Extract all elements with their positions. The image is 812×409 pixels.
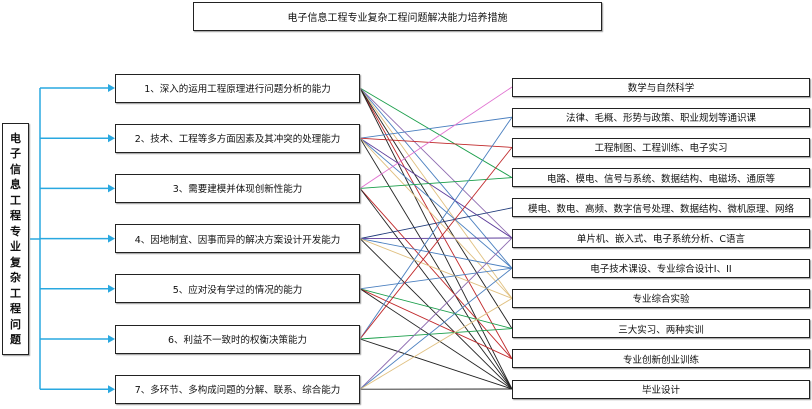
connection-line [359,177,513,189]
root-char: 电 [10,131,21,145]
arrow-head-icon [108,385,115,394]
connection-line [359,237,513,390]
arrow-head-icon [108,84,115,92]
course-box: 电路、模电、信号与系统、数据结构、电磁场、通原等 [512,168,810,188]
ability-box: 2、技术、工程等多方面因素及其冲突的处理能力 [115,123,360,153]
connection-line [359,328,513,340]
arrow-head-icon [108,284,115,293]
root-char: 业 [10,240,21,253]
course-box: 电子技术课设、专业综合设计I、II [512,258,810,278]
connection-line [359,207,513,240]
course-box: 单片机、嵌入式、电子系统分析、C语言 [512,228,810,248]
connection-line [359,188,513,360]
connection-line [359,116,513,340]
root-char: 复 [10,255,21,269]
connection-line [359,137,513,269]
connection-line [359,288,513,390]
root-char: 信 [10,162,21,176]
connection-line [359,267,513,390]
connection-line [359,137,513,148]
root-char: 题 [10,333,21,346]
root-node: 电子信息工程专业复杂工程问题 [2,123,29,355]
connection-line [359,147,513,340]
root-char: 程 [10,302,21,315]
arrow-head-icon [108,134,115,143]
diagram-title: 电子信息工程专业复杂工程问题解决能力培养措施 [193,2,602,31]
connection-line [359,87,513,178]
course-box: 专业综合实验 [512,288,810,308]
connection-line [359,116,513,139]
connection-line [359,237,513,240]
ability-box: 6、利益不一致时的权衡决策能力 [115,324,360,354]
connection-line [359,87,513,329]
root-char: 问 [10,317,21,331]
course-box: 三大实习、两种实训 [512,319,810,339]
connection-line [359,87,513,299]
connection-line [359,267,513,290]
course-box: 毕业设计 [512,379,810,399]
root-char: 工 [10,286,21,300]
ability-box: 4、因地制宜、因事而异的解决方案设计开发能力 [115,224,360,254]
root-char: 息 [10,178,21,191]
ability-box: 1、深入的运用工程原理进行问题分析的能力 [115,73,360,103]
arrow-head-icon [108,335,115,343]
course-box: 数学与自然科学 [512,77,810,97]
course-box: 模电、数电、高频、数字信号处理、数据结构、微机原理、网络 [512,198,810,218]
course-box: 工程制图、工程训练、电子实习 [512,137,810,157]
ability-box: 7、多环节、多构成问题的分解、联系、综合能力 [115,374,360,404]
connection-line [359,87,513,269]
connection-line [359,288,513,330]
connection-line [359,338,513,390]
arrow-head-icon [108,184,115,193]
connection-line [359,298,513,390]
root-char: 程 [10,209,21,222]
root-char: 专 [10,224,21,238]
ability-box: 5、应对没有学过的情况的能力 [115,274,360,304]
connection-line [359,86,513,189]
course-box: 专业创新创业训练 [512,349,810,369]
connection-line [359,87,513,239]
root-char: 子 [10,147,21,160]
root-char: 杂 [10,271,21,284]
connection-line [359,288,513,360]
root-char: 工 [10,193,21,207]
connection-line [359,137,513,239]
course-box: 法律、毛概、形势与政策、职业规划等通识课 [512,107,810,127]
connection-line [359,188,513,390]
ability-box: 3、需要建模并体现创新性能力 [115,173,360,203]
arrow-head-icon [108,234,115,243]
